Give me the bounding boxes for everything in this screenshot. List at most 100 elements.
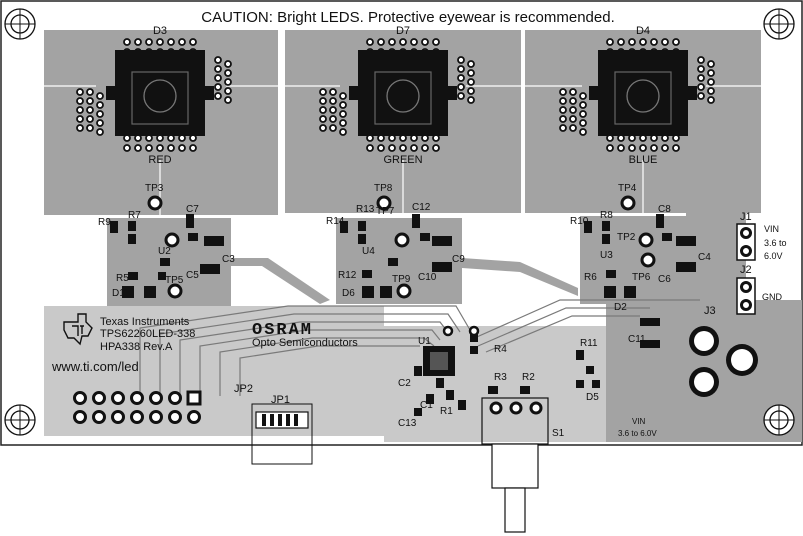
vin-bottom-2: 3.6 to 6.0V (618, 429, 657, 438)
jp2-pin (187, 410, 201, 424)
refdes-c9: C9 (452, 254, 465, 265)
refdes-c10: C10 (418, 272, 437, 283)
j3-label: J3 (704, 305, 716, 317)
j2-label: J2 (740, 264, 752, 276)
url-text: www.ti.com/led (51, 359, 139, 374)
caution-text: CAUTION: Bright LEDS. Protective eyewear… (201, 9, 614, 26)
refdes-u2: U2 (158, 246, 171, 257)
jp2-pin (168, 391, 182, 405)
refdes-r12: R12 (338, 270, 357, 281)
jp2-header (73, 390, 202, 424)
jp2-pin (73, 410, 87, 424)
j1-j2-headers (736, 223, 756, 315)
led-color-label: BLUE (629, 154, 658, 166)
refdes-d6: D6 (342, 288, 355, 299)
jp2-pin (186, 390, 202, 406)
s1-switch (481, 397, 549, 533)
refdes-c12: C12 (412, 202, 431, 213)
led-ref-d3: D3 (153, 25, 167, 37)
jp2-pin (130, 391, 144, 405)
refdes-r3: R3 (494, 372, 507, 383)
refdes-r13: R13 (356, 204, 375, 215)
refdes-r2: R2 (522, 372, 535, 383)
refdes-c5: C5 (186, 270, 199, 281)
refdes-c6: C6 (658, 274, 671, 285)
company-text: Texas Instruments (100, 316, 190, 328)
refdes-r1: R1 (440, 406, 453, 417)
led-module-red (76, 38, 232, 152)
refdes-r7: R7 (128, 210, 141, 221)
refdes-d5: D5 (586, 392, 599, 403)
jp1-connector (251, 403, 313, 465)
test-points (147, 195, 656, 299)
u1-ic (423, 346, 455, 376)
osram-sub-text: Opto Semiconductors (252, 337, 358, 349)
refdes-r11: R11 (580, 338, 598, 349)
vin-bottom-1: VIN (632, 417, 646, 426)
j1-vin-3: 6.0V (764, 251, 783, 261)
refdes-d2: D2 (614, 302, 627, 313)
j1-label: J1 (740, 211, 752, 223)
gnd-label: GND (762, 292, 783, 302)
smd-parts (110, 214, 696, 416)
refdes-labels: TP3 TP8 TP4 TP7 TP2 TP5 TP9 TP6 R9 R7 C7… (98, 183, 711, 429)
rev-text: HPA338 Rev.A (100, 341, 173, 353)
refdes-r10: R10 (570, 216, 589, 227)
refdes-u1: U1 (418, 336, 431, 347)
j1-vin-2: 3.6 to (764, 238, 787, 248)
refdes-tp7: TP7 (376, 206, 395, 217)
jp2-pin (111, 410, 125, 424)
refdes-tp5: TP5 (165, 275, 184, 286)
refdes-c13: C13 (398, 418, 417, 429)
jp2-pin (149, 410, 163, 424)
refdes-c11: C11 (628, 334, 646, 345)
refdes-c4: C4 (698, 252, 711, 263)
jp2-pin (92, 410, 106, 424)
mounting-hole-icon (763, 404, 795, 436)
jp2-pin (111, 391, 125, 405)
jp2-pin (92, 391, 106, 405)
refdes-c7: C7 (186, 204, 199, 215)
led-color-label: RED (148, 154, 171, 166)
mounting-hole-icon (4, 404, 36, 436)
s1-label: S1 (552, 428, 565, 439)
jp2-pin (149, 391, 163, 405)
j3-jack (689, 326, 758, 397)
jp2-pin (130, 410, 144, 424)
refdes-tp6: TP6 (632, 272, 651, 283)
mounting-hole-icon (763, 8, 795, 40)
ti-logo-icon (63, 313, 93, 346)
refdes-c1: C1 (420, 400, 433, 411)
led-ref-d7: D7 (396, 25, 410, 37)
led-ref-d4: D4 (636, 25, 650, 37)
mounting-hole-icon (4, 8, 36, 40)
refdes-r14: R14 (326, 216, 345, 227)
refdes-c8: C8 (658, 204, 671, 215)
refdes-r5: R5 (116, 273, 129, 284)
led-color-label: GREEN (383, 154, 422, 166)
refdes-tp4: TP4 (618, 183, 637, 194)
refdes-r6: R6 (584, 272, 597, 283)
refdes-c2: C2 (398, 378, 411, 389)
refdes-d1: D1 (112, 288, 125, 299)
refdes-r8: R8 (600, 210, 613, 221)
led-module-green (319, 38, 475, 152)
jp1-label: JP1 (271, 394, 290, 406)
refdes-r4: R4 (494, 344, 507, 355)
signal-traces (139, 299, 700, 396)
refdes-u3: U3 (600, 250, 613, 261)
refdes-c3: C3 (222, 254, 235, 265)
refdes-tp9: TP9 (392, 274, 411, 285)
jp2-pin (73, 391, 87, 405)
refdes-tp2: TP2 (617, 232, 636, 243)
jp2-pin (168, 410, 182, 424)
refdes-r9: R9 (98, 217, 111, 228)
refdes-tp8: TP8 (374, 183, 393, 194)
osram-logo-text: OSRAM (252, 321, 313, 340)
j1-vin-1: VIN (764, 224, 779, 234)
refdes-tp3: TP3 (145, 183, 164, 194)
jp2-label: JP2 (234, 383, 253, 395)
board-name-text: TPS62260LED-338 (100, 328, 195, 340)
led-module-blue (559, 38, 715, 152)
